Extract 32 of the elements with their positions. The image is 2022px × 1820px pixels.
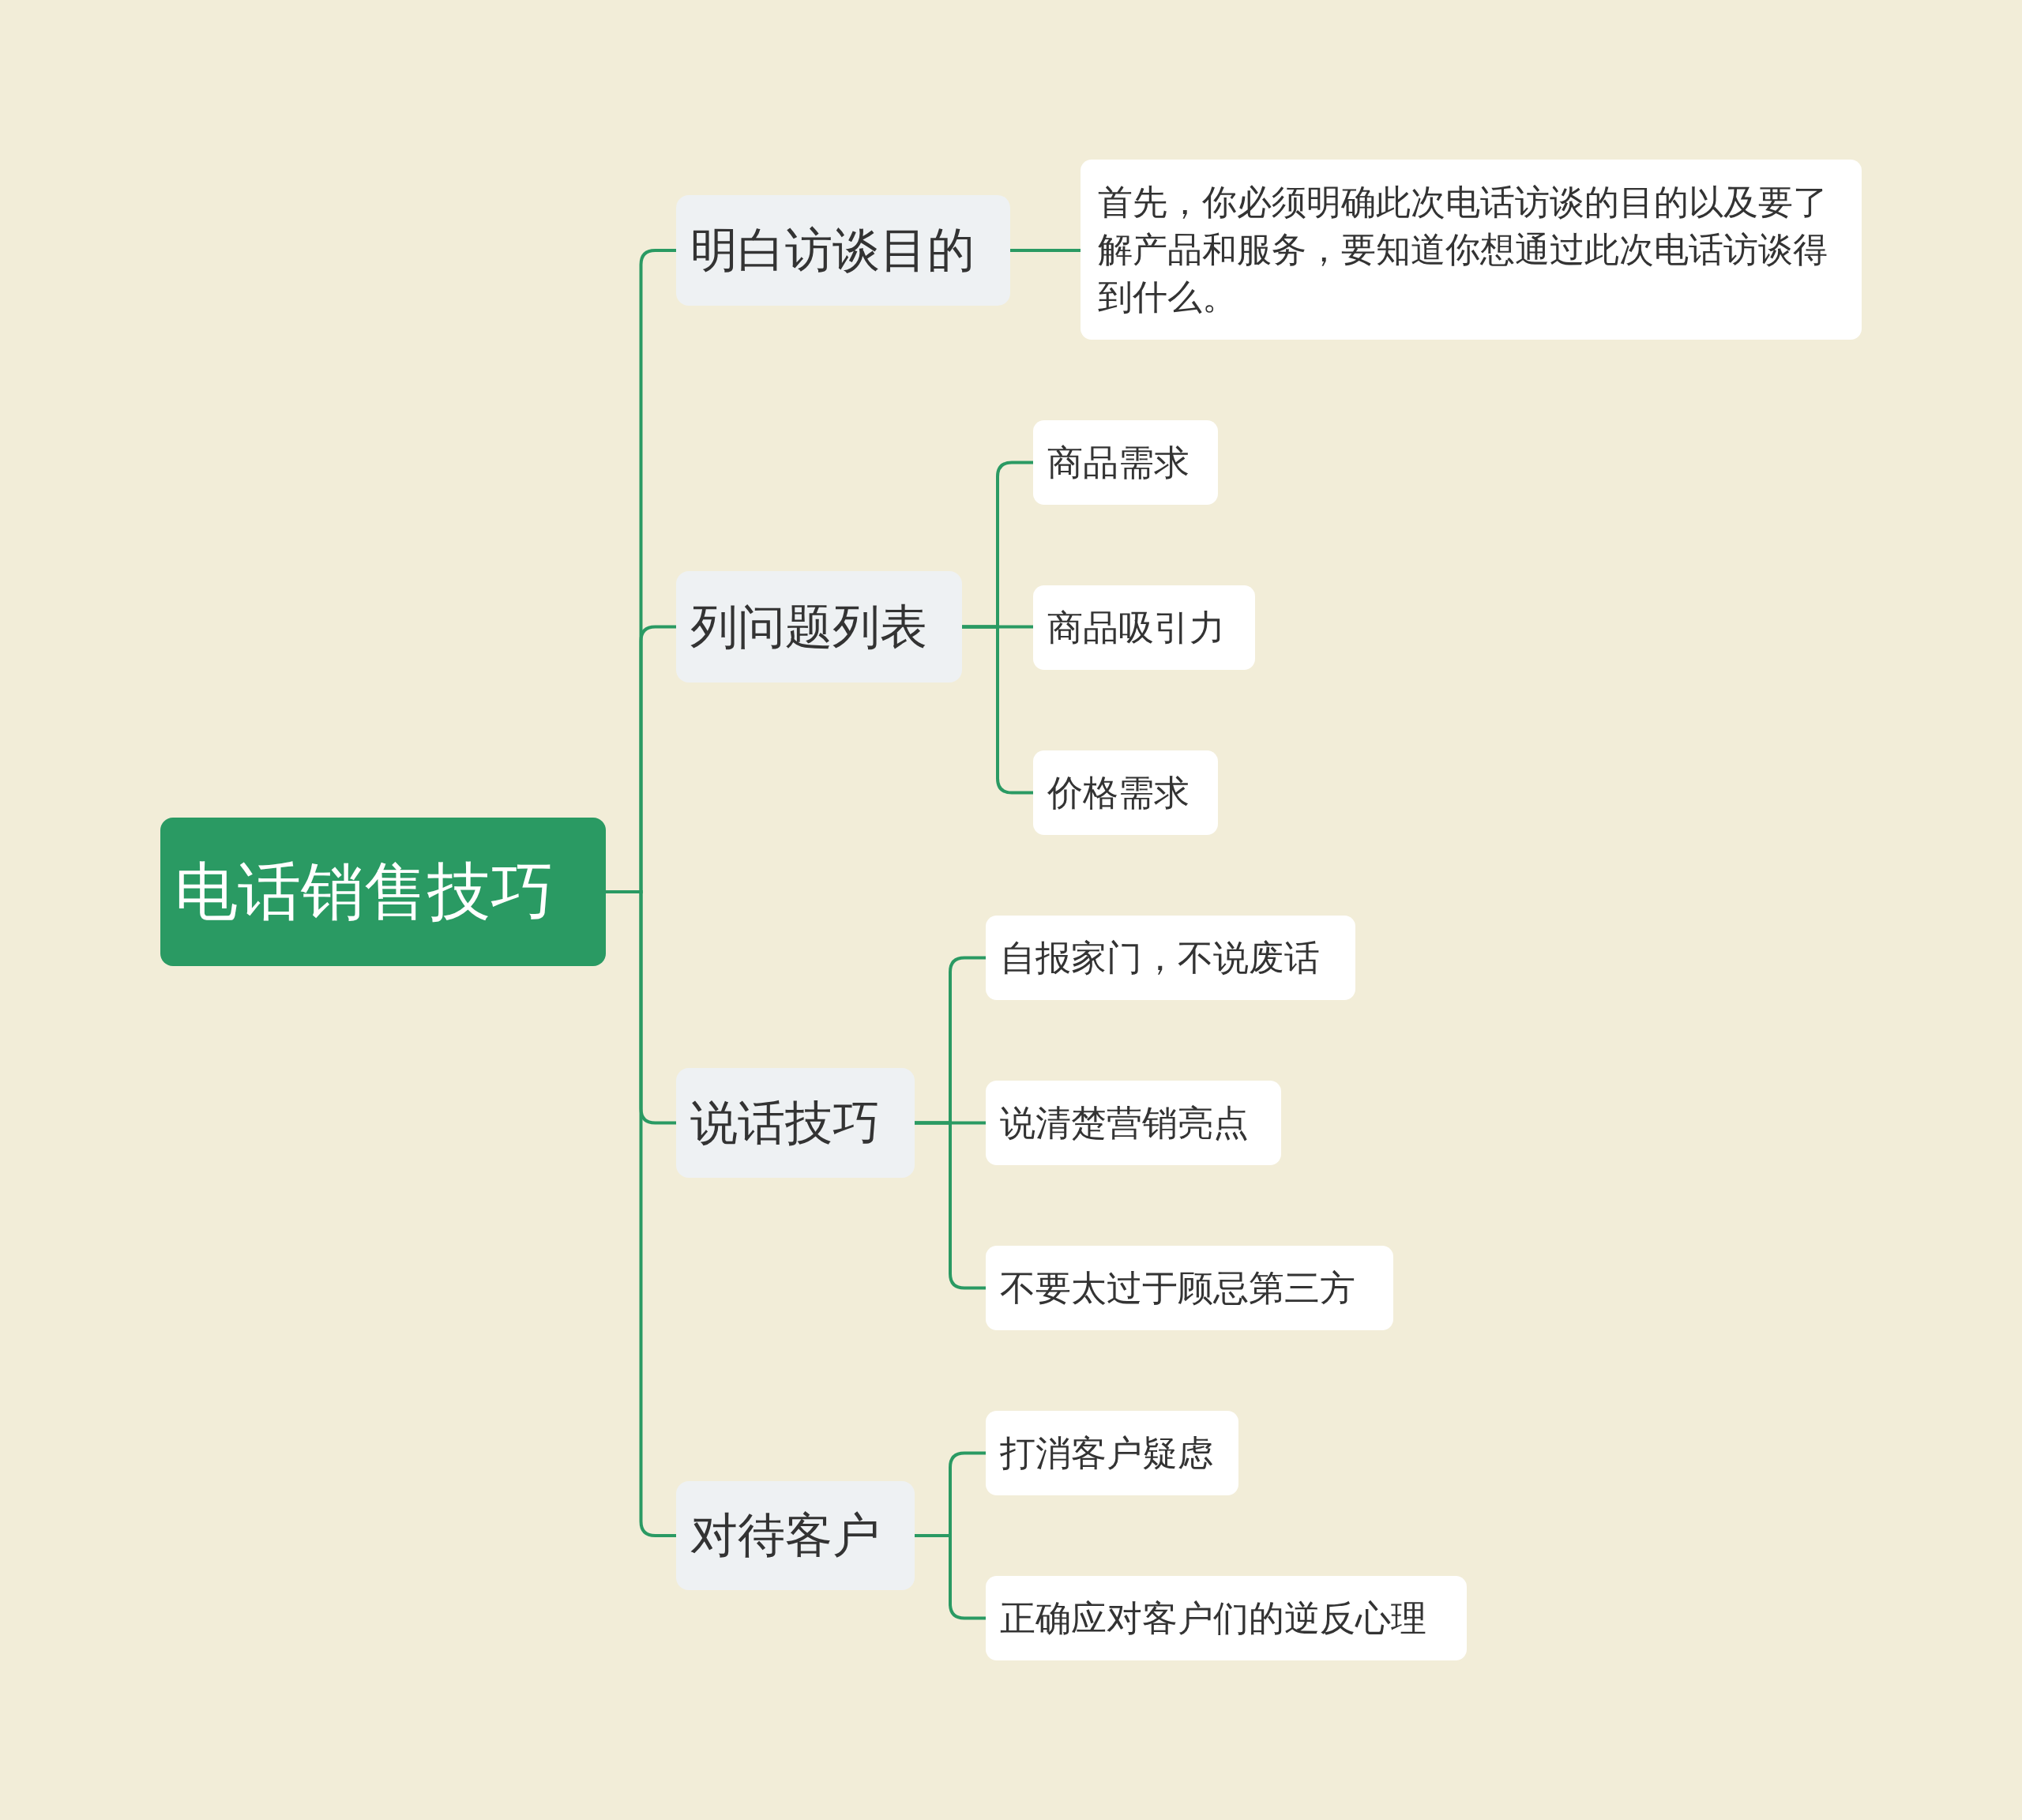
topic-box — [676, 571, 962, 682]
subtopic-box — [986, 916, 1355, 1000]
node-text: 正确应对客户们的逆反心理 — [1000, 1596, 1426, 1640]
subtopic-box — [1033, 585, 1255, 670]
node-text: 电话销售技巧 — [175, 855, 554, 928]
node-text: 价格需求 — [1047, 771, 1190, 814]
node-text: 首先，你必须明确此次电话访谈的目的以及要了解产品和服务，要知道你想通过此次电话访谈得到什么。 — [1098, 182, 1828, 318]
subtopic-box — [1033, 420, 1218, 505]
node-text: 说话技巧 — [690, 1095, 880, 1151]
subtopic-box — [986, 1246, 1393, 1330]
topic-box — [676, 1068, 915, 1178]
note-box — [1081, 160, 1862, 340]
topic-box — [676, 195, 1010, 306]
node-text: 打消客户疑虑 — [1000, 1431, 1213, 1475]
connector-line — [1010, 249, 1081, 252]
node-text: 说清楚营销亮点 — [1000, 1101, 1249, 1145]
node-text: 商品吸引力 — [1047, 606, 1225, 649]
node-text: 列问题列表 — [690, 599, 927, 655]
node-text: 商品需求 — [1047, 441, 1190, 484]
node-text: 自报家门，不说废话 — [1000, 936, 1320, 980]
subtopic-box — [986, 1411, 1238, 1495]
node-text: 明白访谈目的 — [690, 223, 975, 278]
topic-box — [676, 1481, 915, 1590]
node-text: 不要太过于顾忌第三方 — [1000, 1266, 1355, 1310]
subtopic-box — [986, 1081, 1281, 1165]
connector-line — [915, 1121, 986, 1290]
connector-line — [915, 1534, 986, 1620]
subtopic-box — [986, 1576, 1467, 1660]
node-text: 对待客户 — [690, 1508, 880, 1563]
connector-line — [962, 625, 1033, 795]
subtopic-box — [1033, 750, 1218, 835]
root-topic-box — [160, 818, 606, 966]
